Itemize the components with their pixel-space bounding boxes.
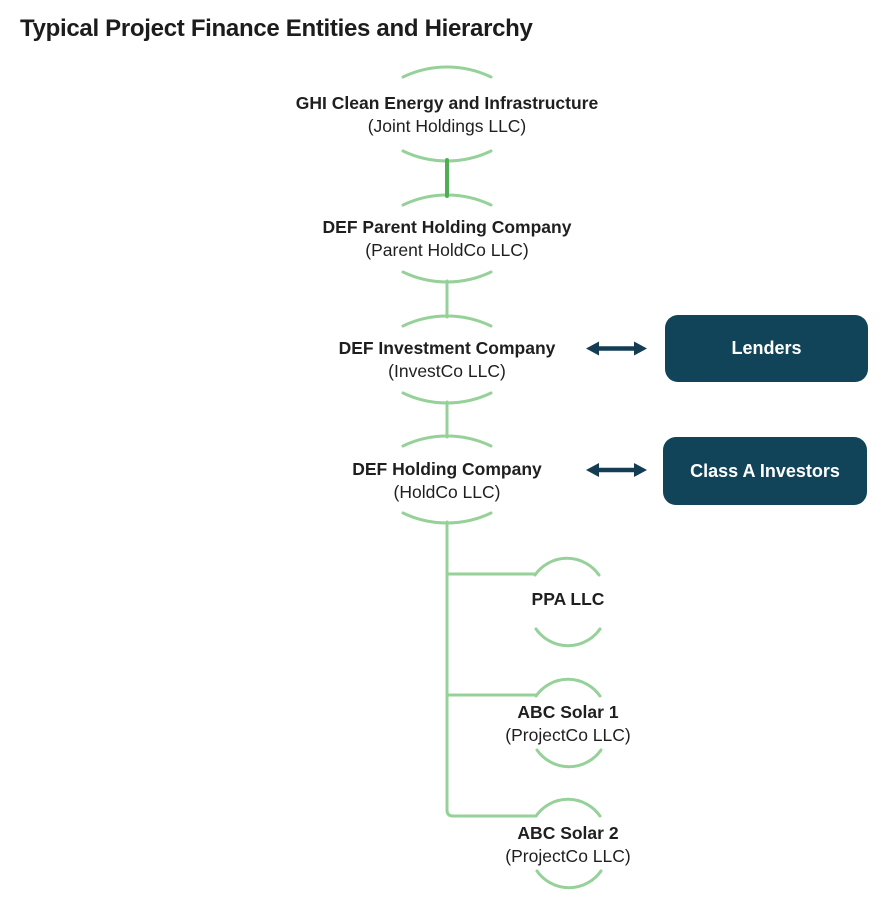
entity-name: ABC Solar 1 [517, 702, 619, 722]
class-a-investors-box: Class A Investors [663, 437, 867, 505]
hierarchy-connectors [445, 158, 538, 818]
entity-subtitle: (Joint Holdings LLC) [367, 116, 527, 136]
entity-node-abc-solar-2: ABC Solar 2 (ProjectCo LLC) [418, 822, 718, 868]
ppa-top-arc [533, 556, 601, 577]
class-a-investors-arrow-icon [586, 463, 647, 477]
page-title: Typical Project Finance Entities and Hie… [20, 15, 533, 42]
lenders-arrow-right-head [634, 341, 647, 356]
class-a-investors-box-label: Class A Investors [690, 460, 840, 481]
class-a-arrow-left-head [586, 463, 599, 477]
entity-subtitle: (Parent HoldCo LLC) [365, 240, 529, 260]
entity-subtitle: (ProjectCo LLC) [505, 846, 631, 866]
ppa-bottom-arc [534, 627, 602, 648]
trunk-def-holding-to-abc-solar-2 [445, 520, 538, 818]
entity-node-abc-solar-1: ABC Solar 1 (ProjectCo LLC) [418, 701, 718, 747]
abc-solar-1-top-arc [534, 677, 602, 698]
entity-name: DEF Parent Holding Company [322, 217, 572, 237]
lenders-box-label: Lenders [731, 338, 802, 358]
entity-subtitle: (InvestCo LLC) [388, 361, 506, 381]
entity-name: ABC Solar 2 [517, 823, 619, 843]
entity-name: DEF Investment Company [338, 338, 556, 358]
lenders-box: Lenders [665, 315, 868, 382]
abc-solar-2-top-arc [534, 797, 602, 818]
entity-name: DEF Holding Company [352, 459, 542, 479]
entity-node-def-holding: DEF Holding Company (HoldCo LLC) [247, 458, 647, 504]
lenders-arrow-icon [586, 341, 647, 356]
abc-solar-1-bottom-arc [535, 748, 603, 769]
entity-subtitle: (ProjectCo LLC) [505, 725, 631, 745]
entity-node-def-parent: DEF Parent Holding Company (Parent HoldC… [247, 216, 647, 262]
class-a-arrow-right-head [634, 463, 647, 477]
ghi-top-arc [401, 65, 493, 79]
abc-solar-2-bottom-arc [535, 869, 603, 890]
entity-node-ghi: GHI Clean Energy and Infrastructure (Joi… [247, 92, 647, 138]
lenders-arrow-left-head [586, 341, 599, 356]
entity-subtitle: (HoldCo LLC) [393, 482, 501, 502]
entity-node-def-investment: DEF Investment Company (InvestCo LLC) [247, 337, 647, 383]
entity-name: PPA LLC [531, 589, 605, 609]
entity-name: GHI Clean Energy and Infrastructure [295, 93, 599, 113]
entity-node-ppa: PPA LLC [418, 588, 718, 611]
